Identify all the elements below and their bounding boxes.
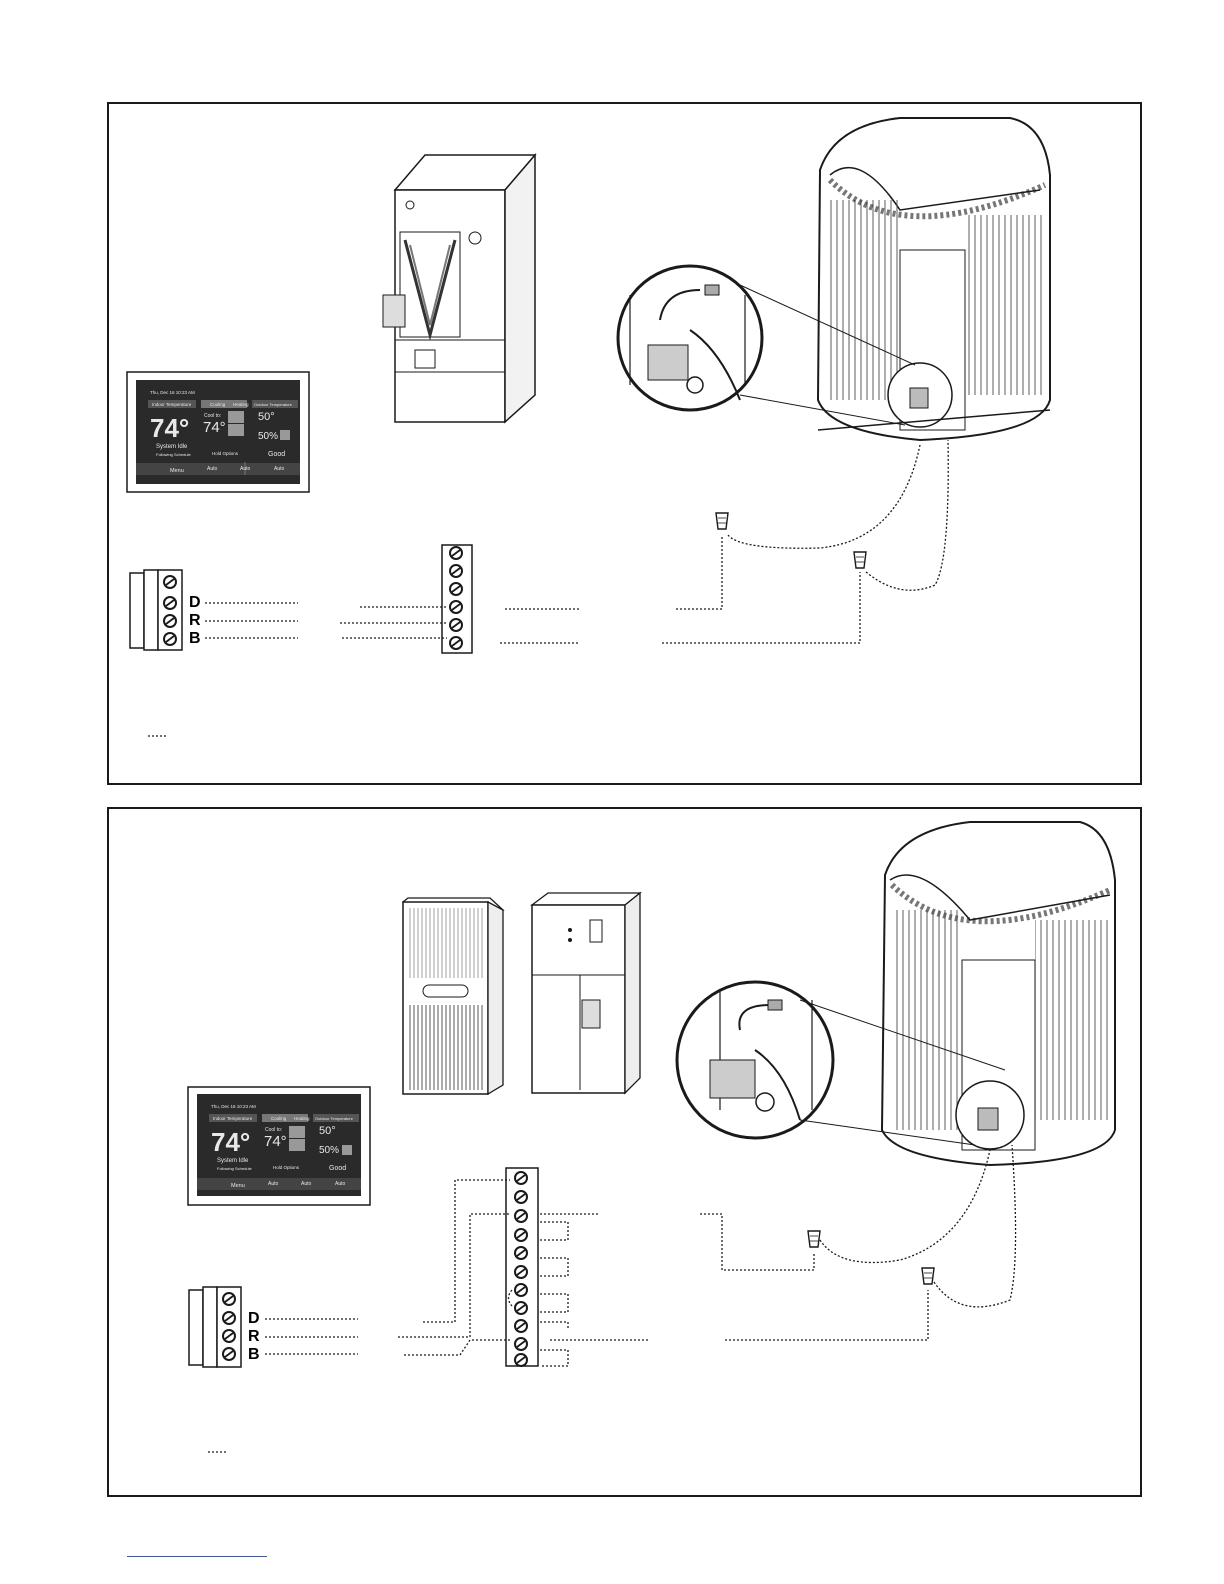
air-handler-icon bbox=[382, 152, 537, 424]
service-valve-detail-icon bbox=[616, 264, 916, 426]
terminal-label-r: R bbox=[189, 612, 201, 629]
humidity-value: 50% bbox=[319, 1145, 339, 1156]
thermostat-icon bbox=[126, 371, 310, 493]
terminal-label-r: R bbox=[248, 1328, 260, 1345]
bottom-wiring-lines bbox=[208, 1144, 1017, 1453]
outdoor-temp-value: 50° bbox=[258, 411, 275, 423]
auto-button-1[interactable]: Auto bbox=[268, 1181, 279, 1187]
terminal-block-icon bbox=[129, 569, 183, 651]
outdoor-temp-label: Outdoor Temperature bbox=[254, 402, 293, 407]
auto-button-3[interactable]: Auto bbox=[274, 466, 285, 472]
auto-button-3[interactable]: Auto bbox=[335, 1181, 346, 1187]
setpoint-value: 74° bbox=[264, 1133, 287, 1150]
footer-link[interactable] bbox=[127, 1556, 267, 1557]
mode-cooling[interactable]: Cooling bbox=[210, 402, 226, 407]
outdoor-temp-value: 50° bbox=[319, 1125, 336, 1137]
setpoint-value: 74° bbox=[203, 419, 226, 436]
menu-button[interactable]: Menu bbox=[170, 468, 184, 474]
terminal-label-b: B bbox=[248, 1346, 260, 1363]
terminal-block-icon bbox=[188, 1286, 242, 1368]
terminal-label-d: D bbox=[248, 1310, 260, 1327]
wire-nut-icon bbox=[715, 512, 729, 530]
terminal-label-b: B bbox=[189, 630, 201, 647]
indoor-temp-value: 74° bbox=[211, 1127, 250, 1157]
menu-button[interactable]: Menu bbox=[231, 1183, 245, 1189]
condenser-unit-icon bbox=[880, 821, 1116, 1167]
service-valve-detail-icon bbox=[675, 980, 1006, 1146]
thermostat-date: Thu, Dec 16 10:23 AM bbox=[150, 390, 195, 395]
hold-options-button[interactable]: Hold Options bbox=[212, 451, 239, 456]
terminal-strip-icon bbox=[441, 544, 473, 654]
wire-nut-icon bbox=[853, 551, 867, 569]
indoor-temp-value: 74° bbox=[150, 413, 189, 443]
outdoor-temp-label: Outdoor Temperature bbox=[315, 1116, 354, 1121]
furnace-icon bbox=[401, 897, 505, 1096]
humidity-value: 50% bbox=[258, 431, 278, 442]
cool-to-label: Cool to: bbox=[265, 1127, 282, 1133]
auto-button-2[interactable]: Auto bbox=[301, 1181, 312, 1187]
auto-button-1[interactable]: Auto bbox=[207, 466, 218, 472]
thermostat-date: Thu, Dec 16 10:23 AM bbox=[211, 1104, 256, 1109]
indoor-temp-label: Indoor Temperature bbox=[213, 1116, 253, 1121]
system-status: System Idle bbox=[217, 1158, 249, 1164]
air-handler-icon bbox=[530, 891, 642, 1095]
hold-options-button[interactable]: Hold Options bbox=[273, 1165, 300, 1170]
indoor-temp-label: Indoor Temperature bbox=[152, 402, 192, 407]
cool-to-label: Cool to: bbox=[204, 413, 221, 419]
air-quality: Good bbox=[268, 451, 285, 458]
schedule-text: Following Schedule bbox=[217, 1166, 252, 1171]
terminal-label-d: D bbox=[189, 594, 201, 611]
bottom-wiring-diagram-panel bbox=[107, 807, 1142, 1497]
mode-cooling[interactable]: Cooling bbox=[271, 1116, 287, 1121]
mode-heating[interactable]: Heating bbox=[294, 1116, 310, 1121]
terminal-strip-icon bbox=[505, 1167, 539, 1367]
top-wiring-lines bbox=[148, 439, 949, 737]
air-quality: Good bbox=[329, 1165, 346, 1172]
system-status: System Idle bbox=[156, 444, 188, 450]
mode-heating[interactable]: Heating bbox=[233, 402, 249, 407]
auto-button-2[interactable]: Auto bbox=[240, 466, 251, 472]
schedule-text: Following Schedule bbox=[156, 452, 191, 457]
condenser-unit-icon bbox=[816, 117, 1051, 442]
thermostat-icon bbox=[187, 1086, 371, 1206]
